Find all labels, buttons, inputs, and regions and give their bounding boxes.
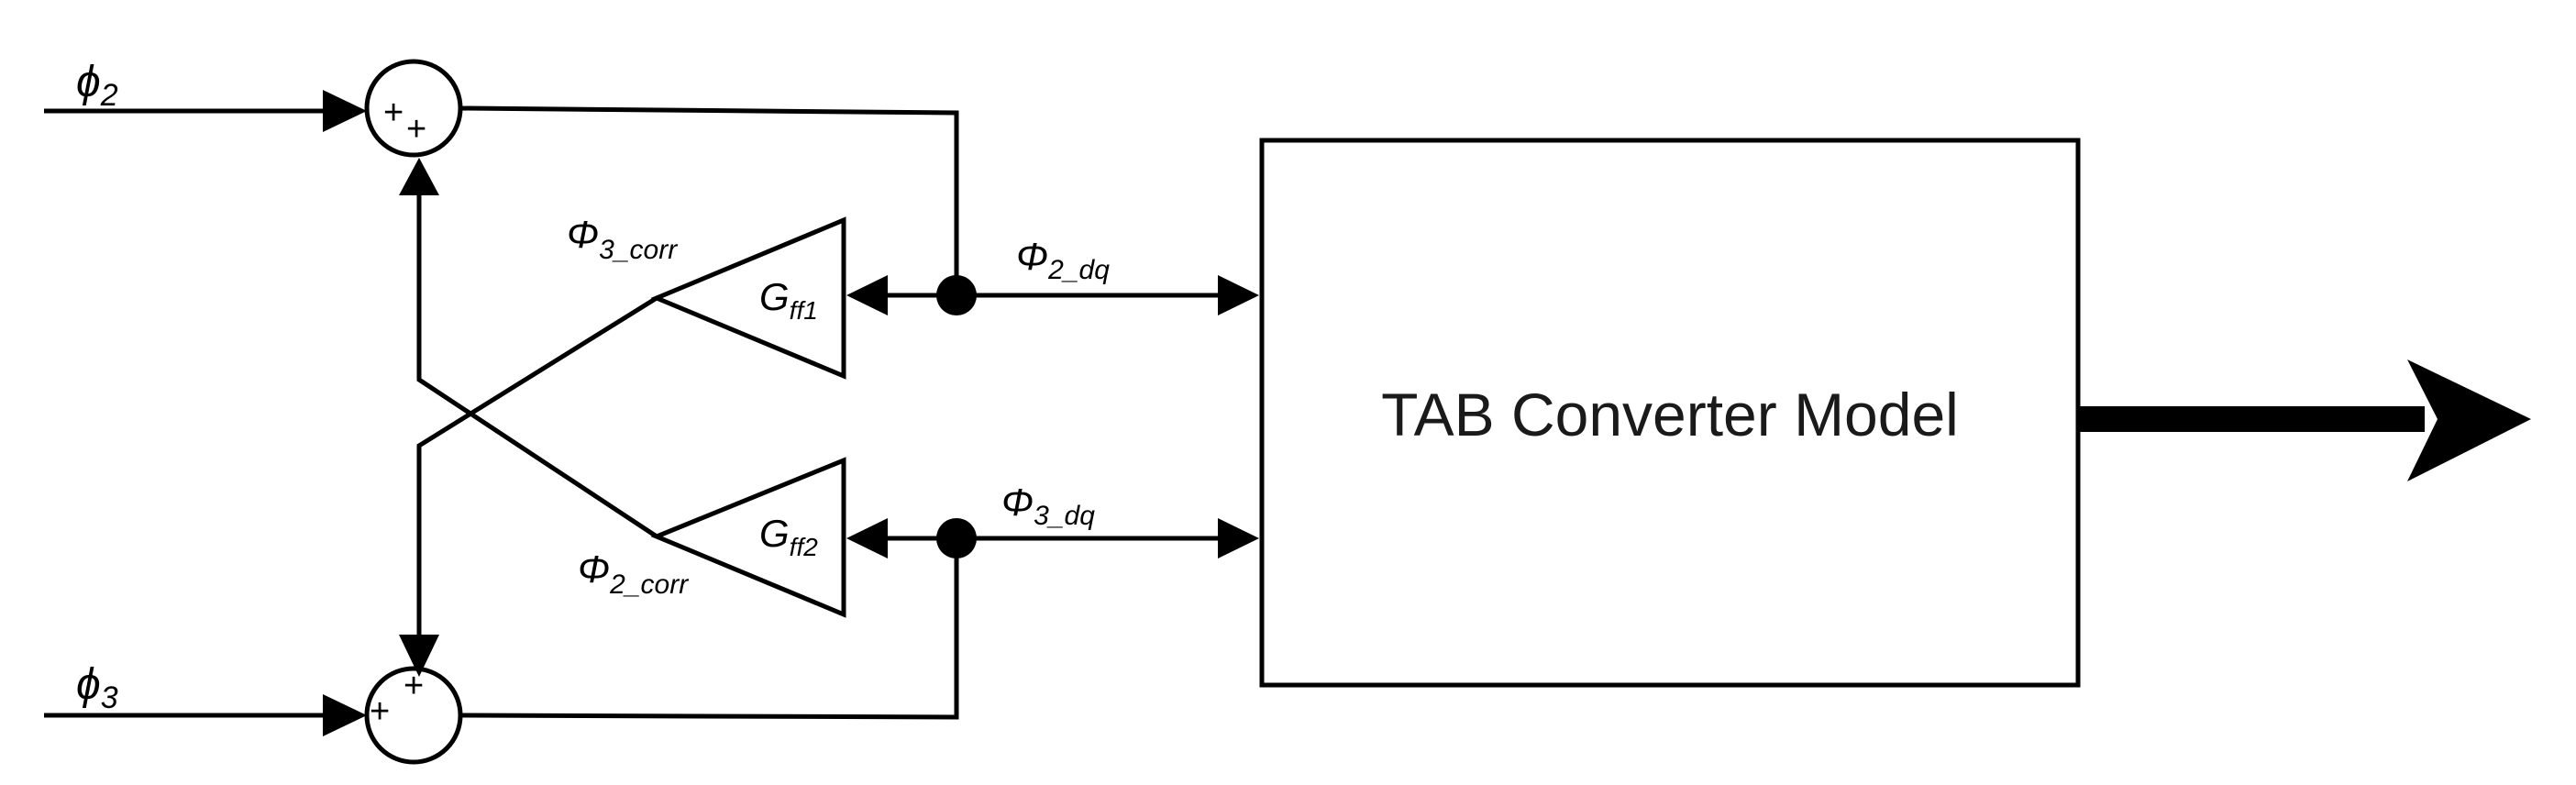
- top-summer-sign-a: +: [383, 94, 404, 132]
- tab-converter-model-label: TAB Converter Model: [1381, 381, 1959, 448]
- phi2-input-label: ϕ2: [76, 58, 118, 113]
- bottom-summer-feedback-arrowhead: [399, 635, 439, 677]
- phi2-corr-feedback-wire: [416, 188, 658, 539]
- top-summer-output-wire: [459, 105, 959, 295]
- input-phi2-arrowhead: [323, 90, 367, 132]
- bottom-summer-sign-a: +: [404, 667, 424, 705]
- top-summer-feedback-arrowhead: [399, 158, 439, 195]
- output-arrowhead: [2407, 359, 2531, 481]
- tab-converter-model-block: [1259, 138, 2081, 688]
- gff1-gain-triangle: [650, 216, 846, 380]
- bottom-summer-sign-b: +: [370, 692, 390, 731]
- top-summer-sign-b: +: [406, 110, 426, 149]
- phi2-dq-arrowhead: [1218, 275, 1259, 315]
- bottom-summer-output-wire: [459, 538, 959, 720]
- phi3-dq-label: Φ3_dq: [1001, 481, 1095, 531]
- phi3-dq-arrowhead: [1218, 518, 1259, 558]
- phi3-corr-label: Φ3_corr: [567, 213, 678, 265]
- gff1-label: Gff1: [759, 275, 818, 325]
- phi2-dq-label: Φ2_dq: [1016, 235, 1110, 285]
- phi2-corr-label: Φ2_corr: [578, 547, 689, 600]
- gff1-input-arrowhead: [846, 275, 888, 315]
- gff2-label: Gff2: [759, 512, 818, 561]
- gff2-gain-triangle: [650, 457, 846, 618]
- output-arrow-shaft: [2078, 406, 2425, 432]
- gff2-input-arrowhead: [846, 518, 888, 558]
- phi3-corr-feedback-wire: [416, 295, 658, 642]
- phi3-input-label: ϕ3: [76, 660, 118, 715]
- input-phi3-arrowhead: [323, 694, 367, 736]
